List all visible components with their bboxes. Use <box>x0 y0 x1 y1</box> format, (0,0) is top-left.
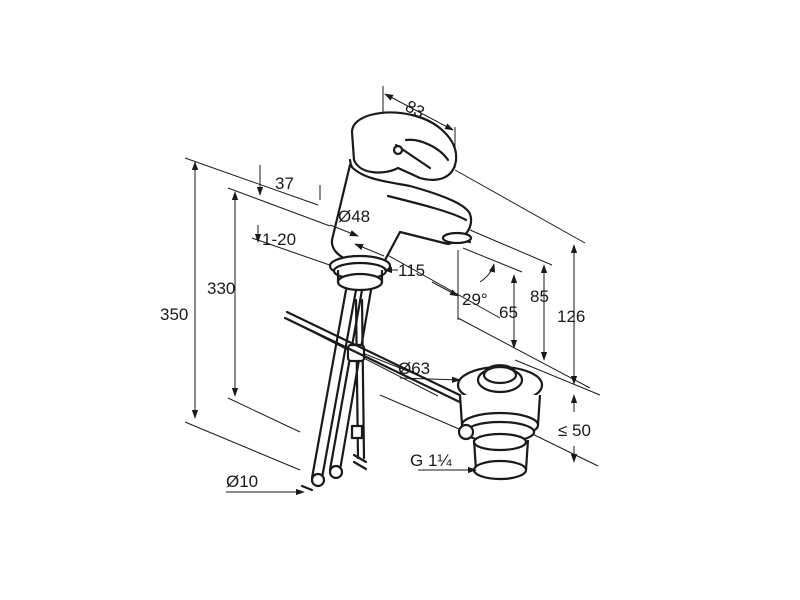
dim-label-37: 37 <box>275 174 294 193</box>
dim-label-63: Ø63 <box>398 359 430 378</box>
faucet <box>328 111 473 292</box>
dimension-labels: 83 37 Ø48 1-20 115 29° 65 85 126 330 350… <box>160 97 591 491</box>
dim-label-1-20: 1-20 <box>262 230 296 249</box>
dim-label-g: G 1¼ <box>410 451 452 470</box>
dim-label-115: 115 <box>398 261 425 280</box>
faucet-lever <box>350 111 458 181</box>
dimension-lines <box>191 93 578 496</box>
supply-hoses <box>283 288 472 492</box>
waste-drain <box>456 364 544 481</box>
dim-label-65: 65 <box>499 303 518 322</box>
dim-label-10: Ø10 <box>226 472 258 491</box>
dim-label-50: ≤ 50 <box>558 421 591 440</box>
dim-label-330: 330 <box>207 279 235 298</box>
dim-label-48: Ø48 <box>338 207 370 226</box>
dim-label-85: 85 <box>530 287 549 306</box>
dim-label-126: 126 <box>557 307 585 326</box>
dim-label-350: 350 <box>160 305 188 324</box>
dim-line-83 <box>384 93 454 131</box>
dim-label-29: 29° <box>462 290 488 309</box>
